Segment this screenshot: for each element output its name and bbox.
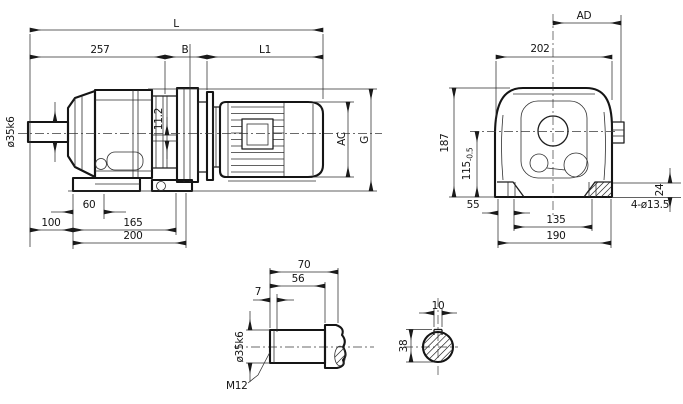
main-view-dimensions: L 257 B L1 11.2 ø35k6 60	[5, 18, 374, 249]
end-view: AD 202 187 115-0.5 55 135 190	[439, 10, 681, 248]
key-cross-section: 10 38	[398, 298, 458, 378]
motor-body	[218, 100, 325, 179]
lower-left-bore	[529, 153, 549, 173]
adapter-block-high	[205, 90, 215, 182]
dim-shaft-diameter: ø35k6	[5, 116, 17, 148]
dim-135: 135	[546, 214, 565, 226]
front-foot	[71, 176, 142, 193]
dim-thread: M12	[226, 380, 248, 392]
dim-L: L	[173, 18, 179, 30]
end-foot-left	[497, 181, 525, 198]
dim-190: 190	[546, 230, 565, 242]
dim-AD: AD	[577, 10, 592, 22]
foot-bolt-hole	[156, 181, 166, 191]
adapter-block-low	[197, 101, 208, 173]
dim-115: 115-0.5	[461, 147, 475, 180]
dim-G: G	[359, 136, 371, 144]
motor	[218, 100, 325, 182]
dim-24: 24	[654, 183, 666, 196]
oil-window	[106, 151, 144, 171]
bearing-boss-outline	[520, 100, 588, 179]
dim-38: 38	[398, 340, 410, 353]
dim-7: 7	[255, 286, 261, 298]
dim-70: 70	[298, 259, 311, 271]
dim-55: 55	[467, 199, 480, 211]
dim-200: 200	[123, 230, 142, 242]
end-view-dimensions: AD 202 187 115-0.5 55 135 190	[439, 10, 681, 248]
flange-plate	[175, 86, 200, 184]
dim-257: 257	[90, 44, 109, 56]
dim-202: 202	[530, 43, 549, 55]
dim-11-2: 11.2	[153, 108, 165, 130]
dim-165: 165	[123, 217, 142, 229]
housing-plug	[95, 158, 107, 170]
dim-shaft-detail-diameter: ø35k6	[234, 331, 246, 363]
lower-right-bore	[563, 152, 589, 178]
gearbox-housing	[26, 86, 221, 193]
dim-187: 187	[439, 133, 451, 152]
main-view: L 257 B L1 11.2 ø35k6 60	[5, 18, 382, 249]
hub-hatching	[334, 346, 346, 366]
shaft-detail-dimensions: 70 56 7 ø35k6 M12	[226, 259, 339, 392]
shaft-end-detail: 70 56 7 ø35k6 M12	[226, 259, 374, 392]
dim-bolt-holes: 4-ø13.5	[631, 199, 669, 211]
terminal-box-cover	[246, 123, 269, 146]
end-view-housing	[493, 86, 614, 199]
housing-body	[93, 88, 154, 180]
housing-nose	[66, 89, 97, 179]
dim-10: 10	[432, 300, 445, 312]
output-shaft	[26, 120, 70, 144]
keyway	[433, 328, 443, 335]
dim-56: 56	[292, 273, 305, 285]
dim-60: 60	[83, 199, 96, 211]
dim-AC: AC	[336, 132, 348, 146]
shaft-hub-break	[323, 323, 347, 370]
dim-100: 100	[41, 217, 60, 229]
key-section-dimensions: 10 38	[398, 300, 457, 363]
dim-L1: L1	[259, 44, 271, 56]
foot-hatching	[584, 182, 611, 197]
side-lug	[611, 121, 625, 144]
shaft-section-circle	[421, 330, 455, 364]
shaft-cylinder	[268, 328, 327, 365]
dim-B: B	[182, 44, 189, 56]
